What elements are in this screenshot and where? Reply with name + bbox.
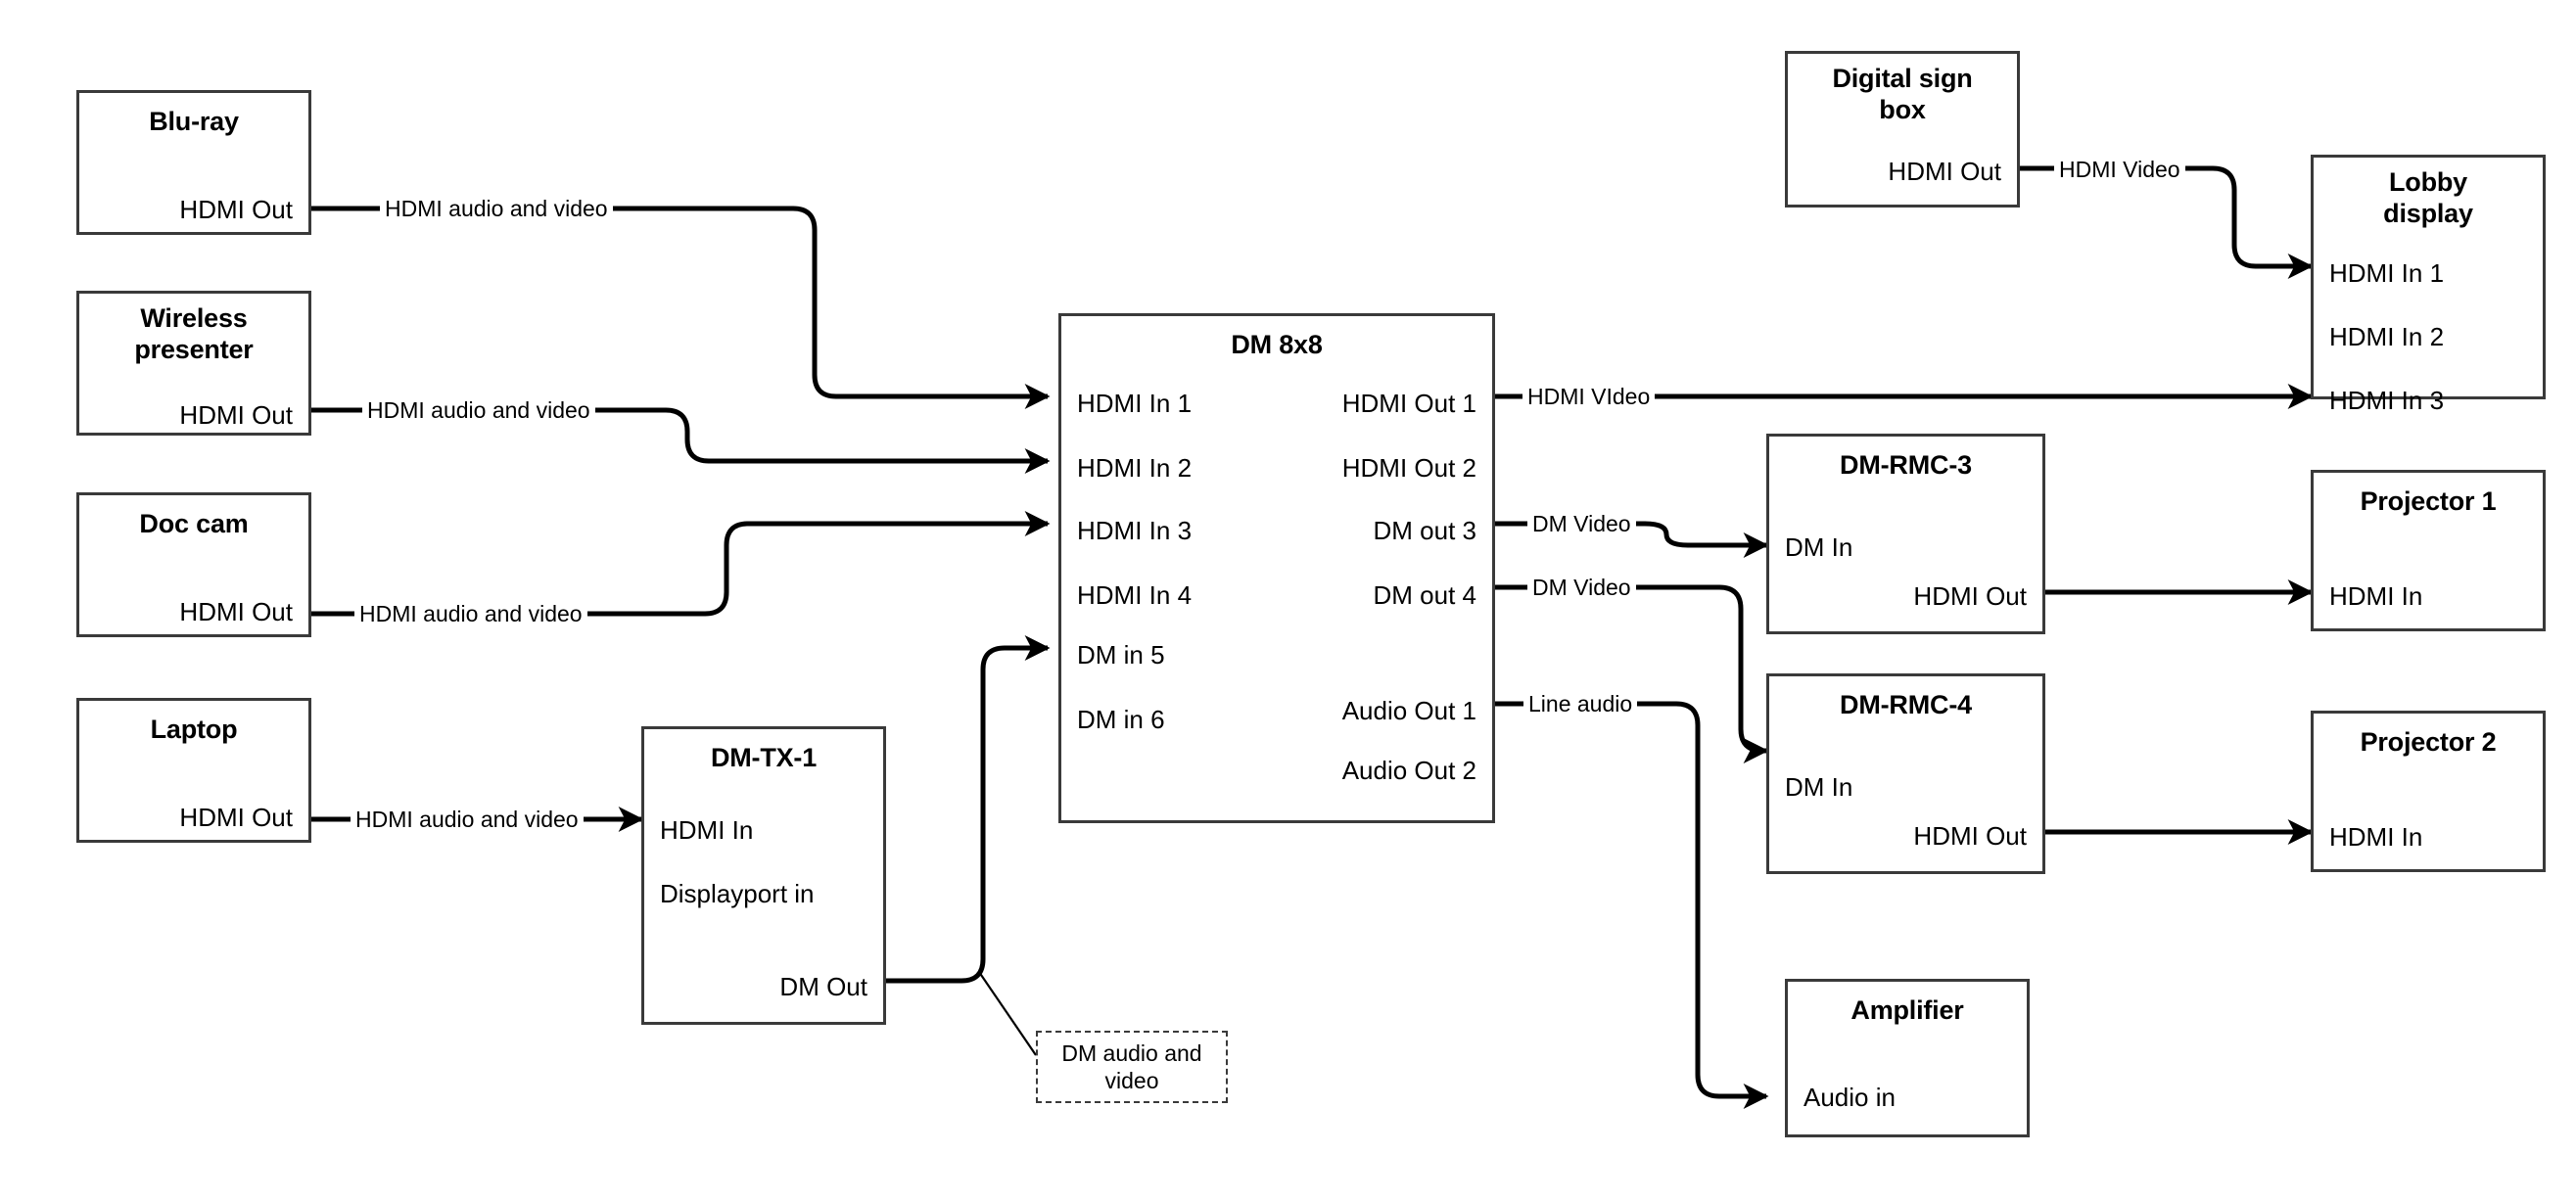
wire-signbox-to-lobby-hdmi-in-1 — [2019, 165, 2314, 279]
node-wireless-presenter[interactable]: Wireless presenter HDMI Out — [76, 291, 311, 436]
edge-label-wireless-to-dm8x8: HDMI audio and video — [362, 397, 595, 424]
node-projector-2[interactable]: Projector 2 HDMI In — [2311, 711, 2546, 872]
node-doc-cam[interactable]: Doc cam HDMI Out — [76, 492, 311, 637]
port-dm-8x8-hdmi-in-3: HDMI In 3 — [1077, 516, 1193, 545]
wire-dmtx1-to-dm8x8-dm-in-5 — [886, 635, 1051, 984]
port-lobby-display-hdmi-in-2: HDMI In 2 — [2329, 322, 2445, 351]
port-projector-1-hdmi-in: HDMI In — [2329, 581, 2423, 611]
port-dm-rmc-3-hdmi-out: HDMI Out — [1913, 581, 2027, 611]
edge-label-bluray-to-dm8x8: HDMI audio and video — [380, 196, 613, 222]
wire-bluray-to-dm8x8-hdmi-in-1 — [311, 206, 1051, 409]
node-laptop-title: Laptop — [150, 715, 238, 744]
node-digital-sign-box-title-line1: Digital sign — [1832, 64, 1973, 93]
node-wireless-presenter-title-line2: presenter — [134, 334, 254, 364]
node-dm-8x8[interactable]: DM 8x8 HDMI In 1 HDMI In 2 HDMI In 3 HDM… — [1058, 313, 1495, 823]
node-doc-cam-title: Doc cam — [139, 509, 249, 538]
node-wireless-presenter-title-line1: Wireless — [140, 303, 248, 333]
edge-label-laptop-to-dmtx1: HDMI audio and video — [351, 807, 584, 833]
port-dm-8x8-dm-in-6: DM in 6 — [1077, 705, 1165, 734]
node-lobby-display-title-line1: Lobby — [2389, 167, 2467, 197]
port-dm-rmc-3-dm-in: DM In — [1785, 532, 1853, 562]
port-dm-8x8-hdmi-in-2: HDMI In 2 — [1077, 453, 1193, 483]
node-laptop[interactable]: Laptop HDMI Out — [76, 698, 311, 843]
edge-label-audio-out-1-to-amplifier: Line audio — [1523, 691, 1638, 717]
edge-label-signbox-to-lobby: HDMI Video — [2054, 157, 2185, 183]
node-lobby-display[interactable]: Lobby display HDMI In 1 HDMI In 2 HDMI I… — [2311, 155, 2546, 413]
port-dm-rmc-4-dm-in: DM In — [1785, 772, 1853, 802]
wire-dm8x8-audio-out-1-to-amplifier — [1495, 701, 1769, 1109]
port-dm-rmc-4-hdmi-out: HDMI Out — [1913, 821, 2027, 851]
node-amplifier[interactable]: Amplifier Audio in — [1785, 979, 2030, 1137]
callout-dm-audio-and-video: DM audio and video — [1036, 1031, 1228, 1103]
edge-label-dm-out-3-to-rmc3: DM Video — [1527, 511, 1636, 537]
node-bluray[interactable]: Blu-ray HDMI Out — [76, 90, 311, 235]
node-dm-8x8-title: DM 8x8 — [1231, 330, 1323, 359]
port-lobby-display-hdmi-in-3: HDMI In 3 — [2329, 386, 2445, 415]
port-laptop-hdmi-out: HDMI Out — [179, 803, 293, 832]
edge-label-dm-out-4-to-rmc4: DM Video — [1527, 575, 1636, 601]
node-digital-sign-box[interactable]: Digital sign box HDMI Out — [1785, 51, 2020, 208]
port-dm-8x8-hdmi-out-1: HDMI Out 1 — [1341, 389, 1476, 418]
node-digital-sign-box-title-line2: box — [1879, 94, 1926, 124]
port-amplifier-audio-in: Audio in — [1803, 1083, 1896, 1112]
port-lobby-display-hdmi-in-1: HDMI In 1 — [2329, 258, 2445, 288]
node-dm-rmc-3-title: DM-RMC-3 — [1840, 450, 1972, 480]
port-digital-sign-box-hdmi-out: HDMI Out — [1888, 157, 2001, 186]
port-dm-tx-1-hdmi-in: HDMI In — [660, 815, 754, 845]
node-projector-1-title: Projector 1 — [2360, 486, 2497, 516]
node-dm-rmc-4-title: DM-RMC-4 — [1840, 690, 1972, 719]
port-dm-8x8-hdmi-in-4: HDMI In 4 — [1077, 580, 1193, 610]
node-dm-tx-1[interactable]: DM-TX-1 HDMI In Displayport in DM Out — [641, 726, 886, 1025]
port-dm-8x8-dm-out-3: DM out 3 — [1373, 516, 1477, 545]
port-dm-8x8-audio-out-1: Audio Out 1 — [1341, 696, 1476, 725]
port-dm-8x8-dm-out-4: DM out 4 — [1373, 580, 1477, 610]
node-bluray-title: Blu-ray — [149, 107, 239, 136]
node-dm-tx-1-title: DM-TX-1 — [710, 743, 818, 772]
port-dm-8x8-audio-out-2: Audio Out 2 — [1341, 756, 1476, 785]
callout-leader-line — [978, 971, 1037, 1056]
node-projector-2-title: Projector 2 — [2360, 727, 2497, 757]
port-dm-8x8-hdmi-out-2: HDMI Out 2 — [1341, 453, 1476, 483]
port-bluray-hdmi-out: HDMI Out — [179, 195, 293, 224]
port-dm-tx-1-displayport-in: Displayport in — [660, 879, 815, 908]
port-dm-8x8-hdmi-in-1: HDMI In 1 — [1077, 389, 1193, 418]
port-doc-cam-hdmi-out: HDMI Out — [179, 597, 293, 626]
node-projector-1[interactable]: Projector 1 HDMI In — [2311, 470, 2546, 631]
port-wireless-presenter-hdmi-out: HDMI Out — [179, 400, 293, 430]
node-dm-rmc-4[interactable]: DM-RMC-4 DM In HDMI Out — [1766, 673, 2045, 874]
edge-label-dm8x8-hdmi-out-1-to-lobby: HDMI VIdeo — [1522, 384, 1656, 410]
port-dm-tx-1-dm-out: DM Out — [779, 972, 867, 1001]
wire-dm8x8-dm-out-4-to-rmc4-dm-in — [1495, 584, 1769, 763]
node-lobby-display-title-line2: display — [2383, 198, 2473, 228]
edge-label-doccam-to-dm8x8: HDMI audio and video — [354, 601, 587, 627]
port-projector-2-hdmi-in: HDMI In — [2329, 822, 2423, 852]
node-amplifier-title: Amplifier — [1850, 995, 1964, 1025]
node-dm-rmc-3[interactable]: DM-RMC-3 DM In HDMI Out — [1766, 434, 2045, 634]
port-dm-8x8-dm-in-5: DM in 5 — [1077, 640, 1165, 670]
